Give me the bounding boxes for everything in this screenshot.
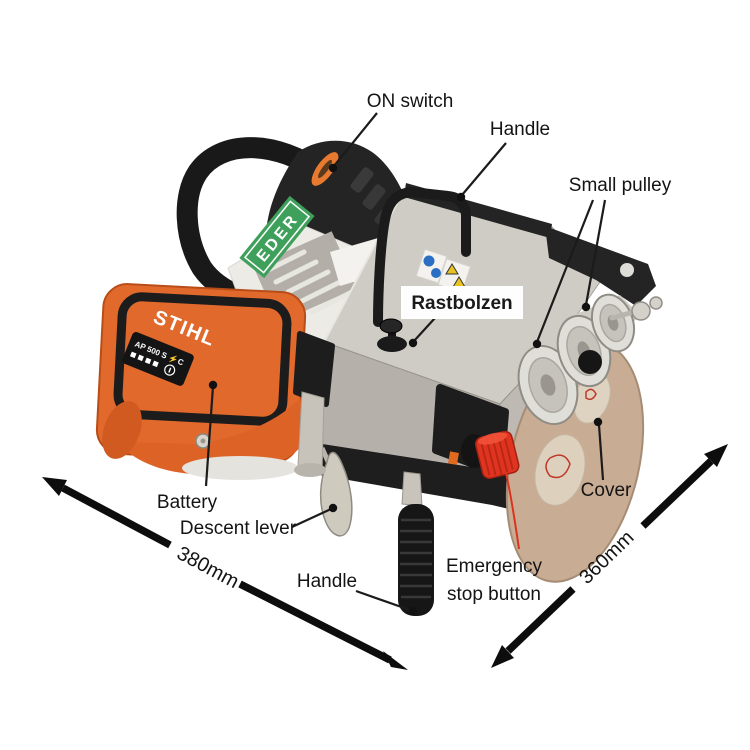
callout-battery: Battery (157, 492, 218, 513)
descent-lever (319, 446, 353, 537)
machine-illustration: EDER STIHL AP 500 S ⚡C (95, 137, 663, 616)
bottom-frame-strip (303, 441, 560, 520)
callout-rastbolzen-box: Rastbolzen (401, 286, 523, 319)
callout-small-pulley: Small pulley (569, 175, 672, 196)
top-bracket (545, 226, 656, 306)
carry-handle (373, 186, 471, 327)
callout-cover: Cover (581, 480, 632, 501)
grip-handle (398, 471, 434, 616)
emergency-red-cord (505, 472, 520, 550)
callout-on-switch: ON switch (367, 91, 454, 112)
leader-lines (204, 112, 607, 616)
battery-model-label: AP 500 S ⚡C (122, 331, 194, 386)
callout-emergency-line2: stop button (447, 584, 541, 605)
pulley-cluster (517, 293, 663, 426)
callout-handle-top: Handle (490, 119, 550, 140)
battery-pack: STIHL AP 500 S ⚡C (95, 283, 307, 480)
callout-rastbolzen: Rastbolzen (411, 293, 512, 314)
pulley-knob (578, 350, 602, 374)
dimension-width-text: 380mm (173, 542, 242, 593)
rastbolzen-pin (377, 318, 407, 352)
warning-stickers (415, 248, 472, 293)
callout-emergency-line1: Emergency (446, 556, 543, 577)
callout-handle-bottom: Handle (297, 571, 357, 592)
callout-descent-lever: Descent lever (180, 518, 297, 539)
emergency-stop-knob (461, 430, 520, 480)
foot-bracket (294, 391, 326, 477)
